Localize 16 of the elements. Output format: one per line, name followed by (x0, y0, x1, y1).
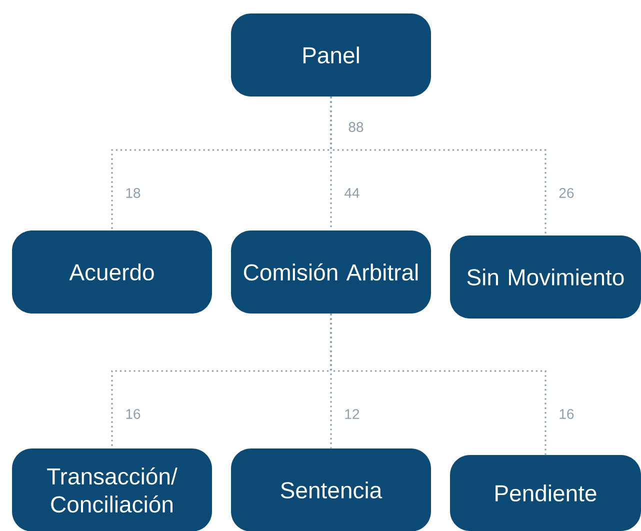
process-box: Comisión Arbitral (231, 230, 431, 314)
edge-label: 16 (124, 408, 142, 420)
edge-label: 44 (343, 187, 361, 199)
edge-label: 16 (558, 408, 576, 420)
process-box: Sentencia (231, 448, 431, 531)
process-box: Pendiente (450, 455, 641, 531)
count-label: 88 (347, 121, 365, 133)
connector-line (330, 96, 546, 236)
edge-label: 18 (124, 187, 142, 199)
edge-label: 12 (343, 408, 361, 420)
process-box: Acuerdo (12, 230, 212, 314)
process-box: Panel (231, 14, 431, 96)
connector-line (330, 314, 546, 455)
edge-label: 26 (558, 187, 576, 199)
process-box: Sin Movimiento (450, 236, 641, 318)
process-box: Transacción/ Conciliación (12, 448, 212, 531)
